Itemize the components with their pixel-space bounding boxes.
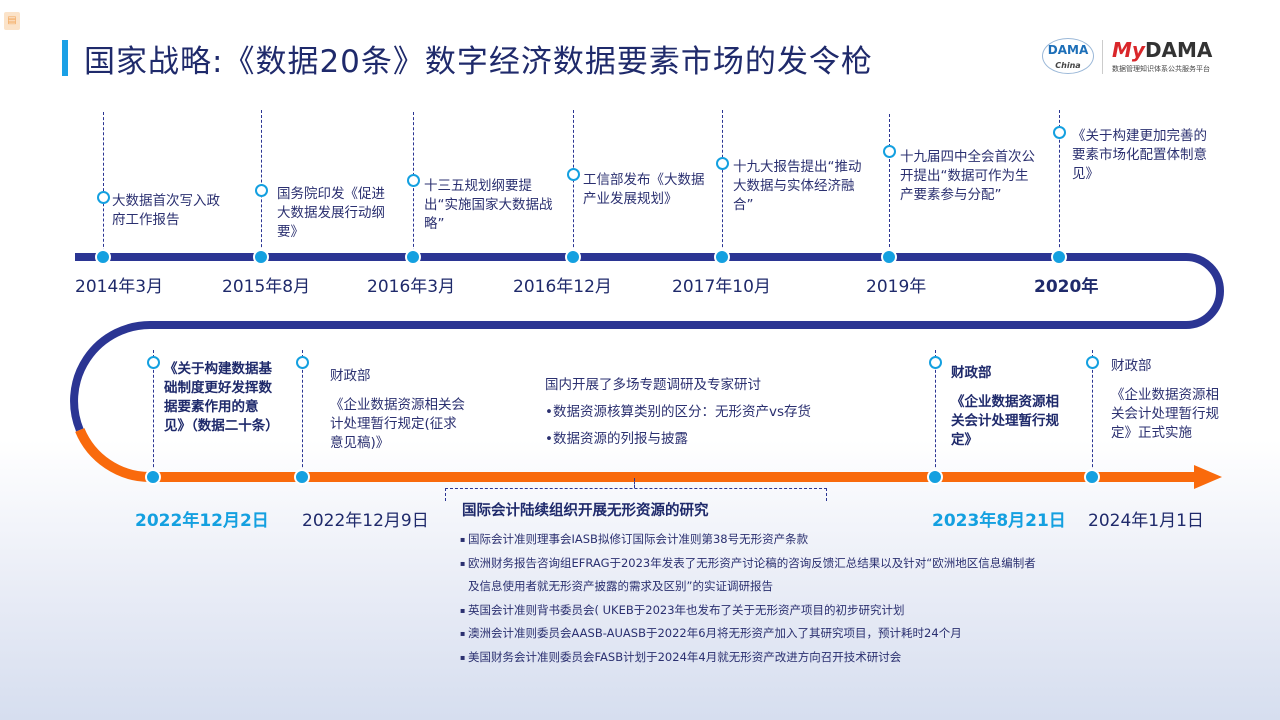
list-item: 美国财务会计准则委员会FASB计划于2024年4月就无形资产改进方向召开技术研讨… (460, 646, 1040, 670)
milestone-ring-icon (1086, 356, 1099, 369)
event-text: 十三五规划纲要提出“实施国家大数据战略” (424, 178, 553, 232)
dashed-connector (722, 110, 723, 257)
timeline-dot (145, 469, 161, 485)
event-date: 2024年1月1日 (1088, 511, 1204, 531)
event-text: 十九大报告提出“推动大数据与实体经济融合” (733, 159, 862, 213)
timeline-dot (294, 469, 310, 485)
event-text: 十九届四中全会首次公开提出“数据可作为生产要素参与分配” (900, 149, 1035, 203)
dashed-connector (302, 350, 303, 477)
event-date: 2014年3月 (75, 277, 164, 297)
mydama-tagline: 数据管理知识体系公共服务平台 (1112, 65, 1210, 73)
timeline-dot (881, 249, 897, 265)
timeline-dot (253, 249, 269, 265)
mydama-logo: MyDAMA (1112, 38, 1213, 62)
milestone-ring-icon (407, 174, 420, 187)
bracket-line (445, 488, 827, 501)
domestic-research: 国内开展了多场专题调研及专家研讨 •数据资源核算类别的区分：无形资产vs存货 •… (545, 372, 811, 453)
event-title: 《企业数据资源相关会计处理暂行规定》 (951, 394, 1059, 448)
event-text: 国务院印发《促进大数据发展行动纲要》 (277, 186, 385, 240)
dashed-connector (1092, 350, 1093, 477)
event-text: 财政部《企业数据资源相关会计处理暂行规定(征求意见稿)》 (330, 367, 470, 453)
event-date: 2016年12月 (513, 277, 612, 297)
timeline-dot (714, 249, 730, 265)
dashed-connector (573, 110, 574, 257)
event-date: 2023年8月21日 (932, 511, 1066, 531)
event-text: 《关于构建更加完善的要素市场化配置体制意见》 (1072, 128, 1207, 182)
timeline-arrowhead (1194, 465, 1222, 489)
dashed-connector (153, 350, 154, 477)
dashed-connector (103, 112, 104, 257)
list-item: 英国会计准则背书委员会( UKEB于2023年也发布了关于无形资产项目的初步研究… (460, 599, 1040, 623)
list-item: 欧洲财务报告咨询组EFRAG于2023年发表了无形资产讨论稿的咨询反馈汇总结果以… (460, 552, 1040, 599)
dashed-connector (935, 350, 936, 477)
list-item: 澳洲会计准则委员会AASB-AUASB于2022年6月将无形资产加入了其研究项目… (460, 622, 1040, 646)
milestone-ring-icon (716, 157, 729, 170)
event-date: 2022年12月9日 (302, 511, 429, 531)
event-date: 2022年12月2日 (135, 511, 269, 531)
dashed-connector (889, 114, 890, 257)
event-title: 《企业数据资源相关会计处理暂行规定》正式实施 (1111, 387, 1219, 441)
event-date: 2019年 (866, 277, 927, 297)
milestone-ring-icon (929, 356, 942, 369)
timeline-dot (927, 469, 943, 485)
milestone-ring-icon (296, 356, 309, 369)
event-date: 2016年3月 (367, 277, 456, 297)
international-title: 国际会计陆续组织开展无形资源的研究 (462, 503, 709, 519)
page-title: 国家战略:《数据20条》数字经济数据要素市场的发令枪 (84, 44, 873, 80)
event-org: 财政部 (330, 368, 371, 384)
event-date: 2020年 (1034, 277, 1099, 297)
event-title: 《关于构建数据基础制度更好发挥数据要素作用的意见》（数据二十条） (164, 361, 279, 434)
milestone-ring-icon (1053, 126, 1066, 139)
event-text: 财政部《企业数据资源相关会计处理暂行规定》 (951, 364, 1071, 450)
domestic-heading: 国内开展了多场专题调研及专家研讨 (545, 377, 761, 393)
timeline-dot (405, 249, 421, 265)
timeline-dot (1051, 249, 1067, 265)
logo-divider (1102, 40, 1103, 74)
milestone-ring-icon (147, 356, 160, 369)
timeline-dot (565, 249, 581, 265)
event-org: 财政部 (951, 365, 992, 381)
milestone-ring-icon (97, 191, 110, 204)
international-list: 国际会计准则理事会IASB拟修订国际会计准则第38号无形资产条款 欧洲财务报告咨… (460, 528, 1040, 669)
event-title: 《企业数据资源相关会计处理暂行规定(征求意见稿)》 (330, 397, 465, 451)
milestone-ring-icon (255, 184, 268, 197)
title-accent-bar (62, 40, 68, 76)
timeline-dot (95, 249, 111, 265)
event-text: 大数据首次写入政府工作报告 (112, 193, 220, 228)
dashed-connector (1059, 110, 1060, 257)
event-date: 2017年10月 (672, 277, 771, 297)
milestone-ring-icon (883, 145, 896, 158)
timeline-navy-segment (70, 253, 1224, 432)
event-text: 《关于构建数据基础制度更好发挥数据要素作用的意见》（数据二十条） (164, 360, 279, 436)
list-item: 国际会计准则理事会IASB拟修订国际会计准则第38号无形资产条款 (460, 528, 1040, 552)
timeline-dot (1084, 469, 1100, 485)
domestic-item: •数据资源核算类别的区分：无形资产vs存货 (545, 404, 811, 420)
event-org: 财政部 (1111, 358, 1152, 374)
comment-icon[interactable]: ▤ (4, 12, 20, 30)
dashed-connector (261, 110, 262, 257)
event-text: 财政部《企业数据资源相关会计处理暂行规定》正式实施 (1111, 357, 1221, 443)
milestone-ring-icon (567, 168, 580, 181)
event-date: 2015年8月 (222, 277, 311, 297)
connector-line (634, 478, 635, 488)
event-text: 工信部发布《大数据产业发展规划》 (583, 172, 705, 207)
domestic-item: •数据资源的列报与披露 (545, 431, 688, 447)
